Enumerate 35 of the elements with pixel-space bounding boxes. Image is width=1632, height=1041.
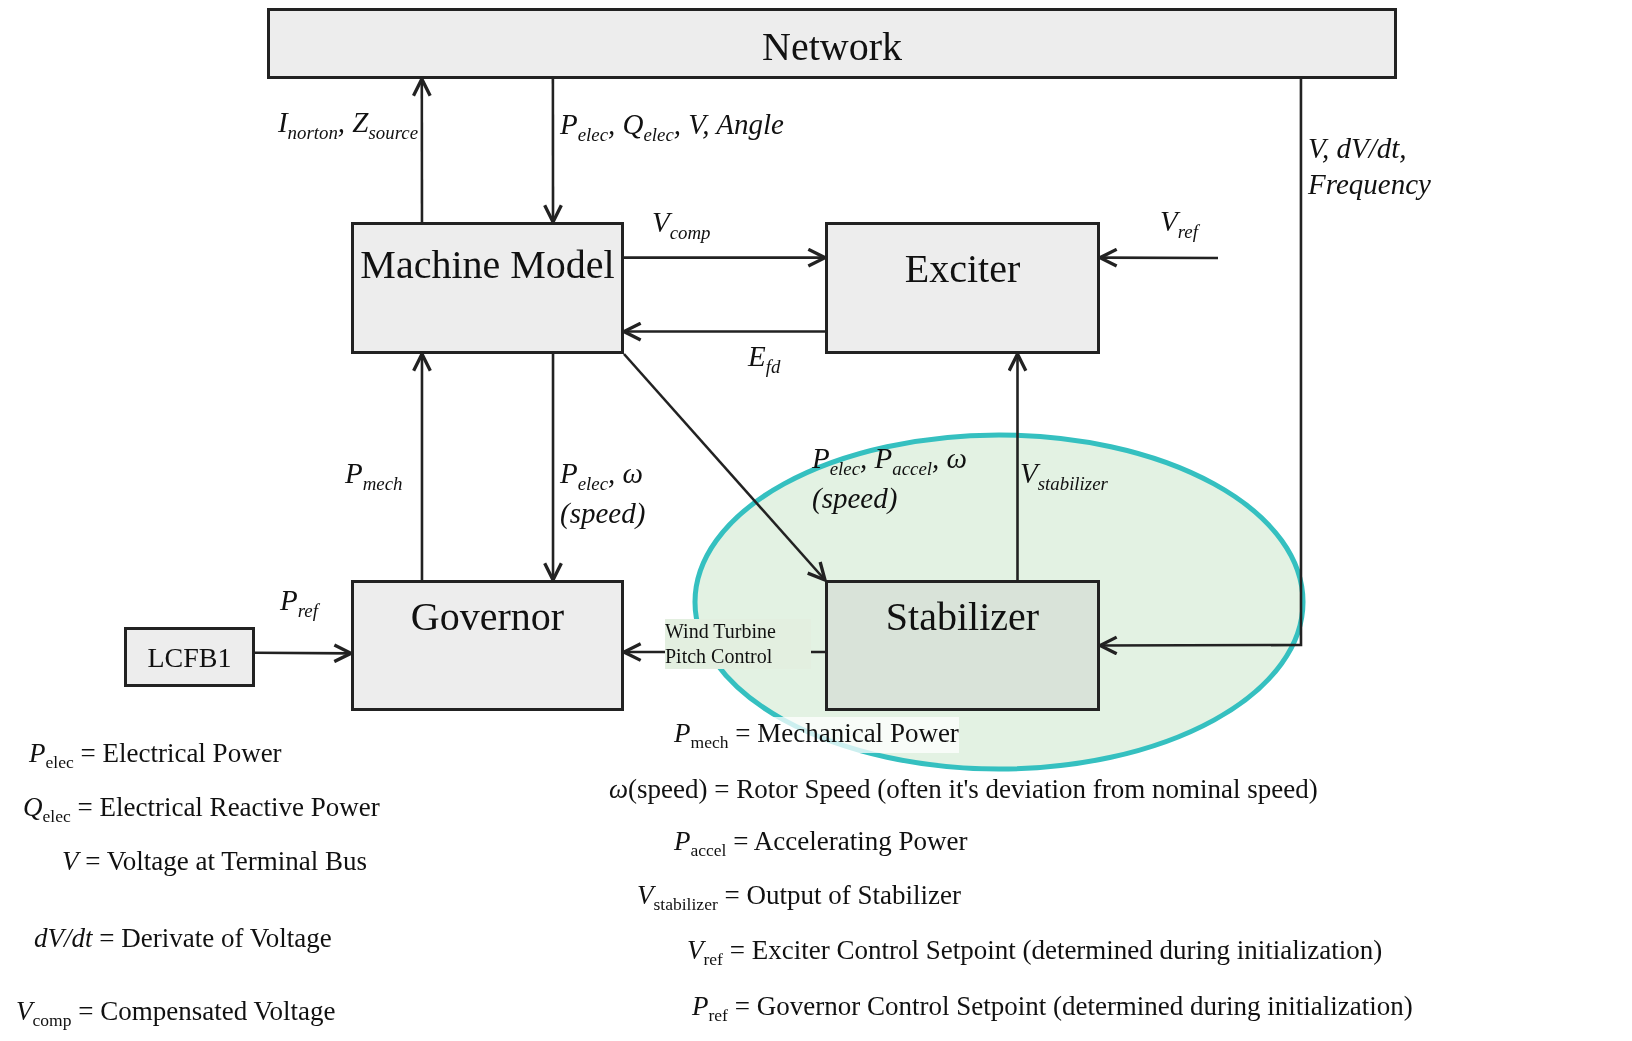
block-label: LCFB1 bbox=[147, 641, 232, 675]
edge-label: V$_{stabilizer}$ bbox=[1020, 456, 1109, 496]
arrow bbox=[1098, 247, 1218, 268]
arrow bbox=[411, 77, 432, 222]
arrow bbox=[255, 643, 353, 664]
edge-label: I$_{norton}$, Z$_{source}$ bbox=[276, 105, 418, 145]
arrow bbox=[1007, 352, 1028, 580]
block-box bbox=[124, 627, 255, 687]
edge-label: V, dV/dt, Frequency bbox=[1308, 131, 1432, 203]
definition-text: P$_{mech}$ = Mechanical Power bbox=[674, 717, 959, 754]
block-label: Exciter bbox=[904, 245, 1021, 293]
arrow bbox=[543, 79, 563, 224]
edge-label: P$_{ref}$ bbox=[280, 583, 321, 623]
edge-label: P$_{elec}$, Q$_{elec}$, V, Angle bbox=[560, 107, 785, 147]
edge-label: Wind Turbine Pitch Control bbox=[665, 619, 811, 669]
edge-label: P$_{elec}$, ω (speed) bbox=[560, 456, 647, 532]
arrow bbox=[543, 354, 563, 582]
block-label: Stabilizer bbox=[885, 593, 1040, 641]
edge-label: E$_{fd}$ bbox=[748, 339, 782, 379]
edge-label: P$_{mech}$ bbox=[345, 456, 404, 496]
arrow bbox=[412, 352, 432, 580]
arrow bbox=[623, 353, 827, 582]
block-label: Machine Model bbox=[360, 241, 615, 289]
edge-label: V$_{comp}$ bbox=[652, 205, 712, 245]
edge-label: V$_{ref}$ bbox=[1160, 204, 1201, 244]
block-box bbox=[267, 8, 1397, 79]
arrow bbox=[1098, 79, 1303, 656]
block-box bbox=[351, 222, 624, 354]
block-label: Governor bbox=[410, 593, 565, 641]
block-box bbox=[825, 222, 1100, 354]
block-box bbox=[351, 580, 624, 711]
block-label: Network bbox=[762, 23, 902, 71]
block-box bbox=[825, 580, 1100, 711]
arrow bbox=[622, 321, 825, 342]
arrow bbox=[624, 247, 827, 268]
